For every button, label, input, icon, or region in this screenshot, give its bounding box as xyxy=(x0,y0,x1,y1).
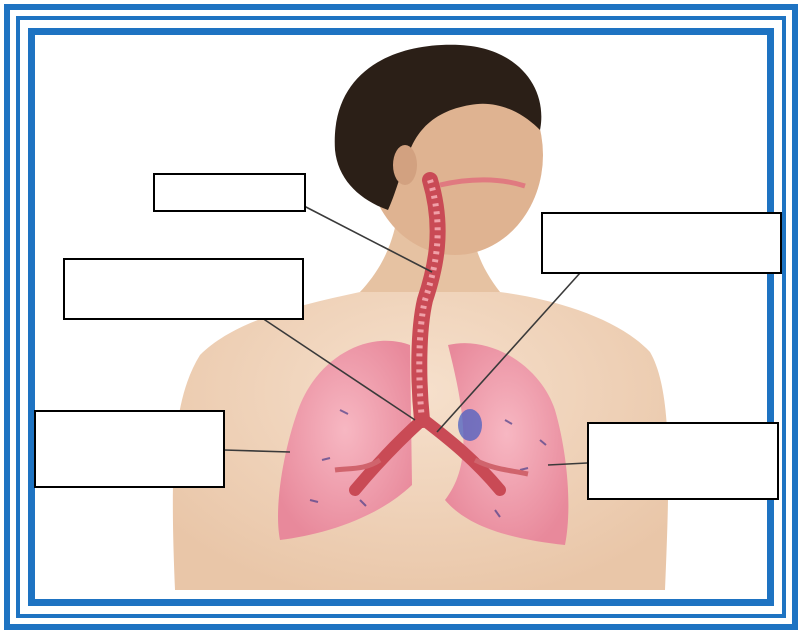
ear xyxy=(393,145,417,185)
label-box-top-left[interactable] xyxy=(153,173,306,212)
label-box-lower-left[interactable] xyxy=(34,410,225,488)
label-box-top-right[interactable] xyxy=(541,212,782,274)
heart-notch xyxy=(458,409,482,441)
label-box-lower-right[interactable] xyxy=(587,422,779,500)
label-box-middle-left[interactable] xyxy=(63,258,304,320)
